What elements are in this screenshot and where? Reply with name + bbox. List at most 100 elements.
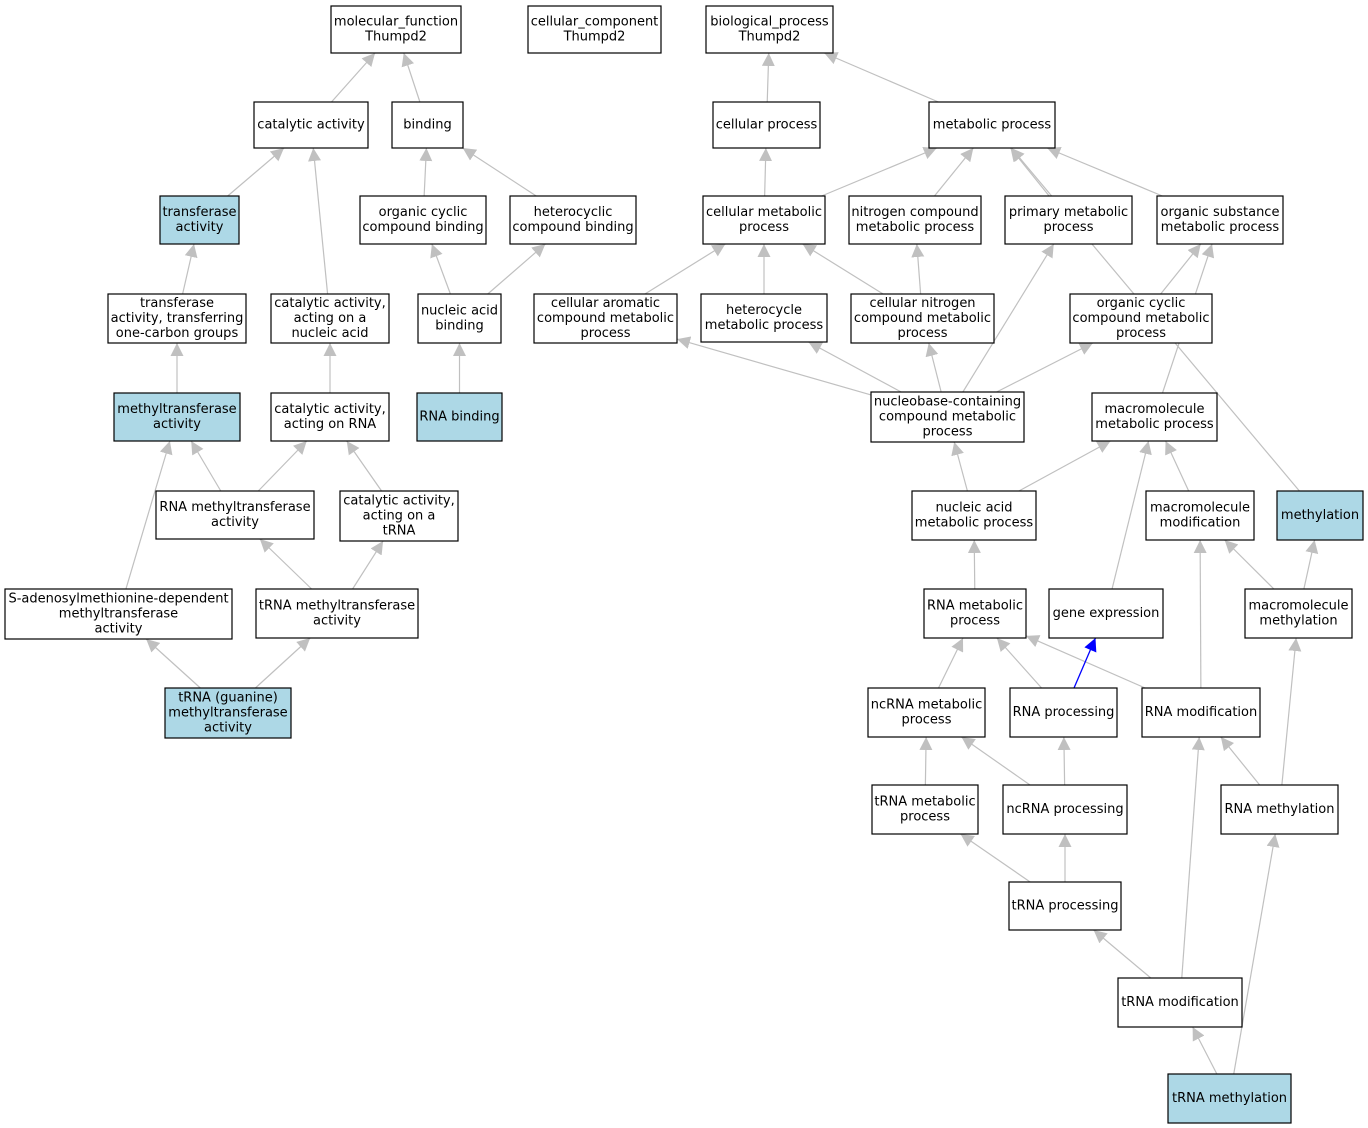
- node-label-line: activity: [95, 622, 143, 637]
- node-label-line: tRNA methyltransferase: [259, 599, 415, 614]
- go-term-node-rna_mod[interactable]: RNA modification: [1141, 687, 1261, 738]
- go-term-node-catalytic[interactable]: catalytic activity: [253, 101, 369, 149]
- node-box: [533, 293, 678, 344]
- edge-sam_mt-to-methyltrans: [125, 440, 173, 590]
- node-label-line: activity: [211, 515, 259, 530]
- edge-nuc_bind-to-org_cyc_bind: [430, 243, 451, 295]
- edge-gene_exp-to-macro_met: [1111, 440, 1152, 590]
- node-label-line: macromolecule: [1104, 402, 1204, 417]
- node-label-line: cellular_component: [531, 15, 659, 30]
- node-box: [702, 195, 826, 245]
- go-term-node-rna_bind[interactable]: RNA binding: [416, 392, 503, 442]
- node-box: [712, 101, 821, 149]
- node-label-line: cellular aromatic: [551, 296, 660, 311]
- node-box: [107, 293, 247, 344]
- edge-rna_mt-to-cat_rna: [257, 440, 308, 492]
- edge-rna_mt-to-methyltrans: [190, 440, 222, 492]
- node-label-line: one-carbon groups: [116, 326, 239, 341]
- go-term-node-binding[interactable]: binding: [391, 101, 464, 149]
- node-label-line: macromolecule: [1248, 599, 1348, 614]
- node-box: [1276, 490, 1364, 541]
- node-label-line: tRNA modification: [1121, 995, 1239, 1010]
- go-term-node-metab[interactable]: metabolic process: [928, 101, 1056, 149]
- node-box: [705, 5, 834, 54]
- go-term-node-trna_proc[interactable]: tRNA processing: [1008, 881, 1122, 931]
- node-label-line: activity: [153, 417, 201, 432]
- go-term-node-sam_mt[interactable]: S-adenosylmethionine-dependentmethyltran…: [4, 588, 233, 640]
- node-box: [417, 293, 502, 344]
- node-label-line: biological_process: [710, 15, 829, 30]
- node-box: [1156, 195, 1284, 245]
- node-label-line: compound binding: [362, 220, 483, 235]
- edge-trna_proc-to-trna_met: [960, 833, 1031, 883]
- go-term-node-methylation[interactable]: methylation: [1276, 490, 1364, 541]
- go-term-node-trna_methyl[interactable]: tRNA methylation: [1167, 1073, 1292, 1124]
- edge-trna_gua-to-trna_mt: [254, 637, 311, 689]
- go-term-node-trna_mod[interactable]: tRNA modification: [1117, 977, 1243, 1028]
- go-term-node-rna_methyl[interactable]: RNA methylation: [1220, 784, 1339, 835]
- node-box: [1117, 977, 1243, 1028]
- go-term-node-gene_exp[interactable]: gene expression: [1048, 588, 1164, 639]
- node-label-line: nucleic acid: [935, 501, 1012, 516]
- go-term-node-ncrna_proc[interactable]: ncRNA processing: [1002, 784, 1128, 835]
- node-label-line: methyltransferase: [117, 402, 236, 417]
- edge-ncrna_proc-to-ncrna_met: [961, 736, 1031, 786]
- node-label-line: compound metabolic: [854, 311, 991, 326]
- go-term-node-rna_proc[interactable]: RNA processing: [1009, 687, 1118, 738]
- edge-metab-to-bp_root: [824, 52, 939, 103]
- node-box: [1009, 687, 1118, 738]
- node-label-line: RNA modification: [1145, 705, 1257, 720]
- node-box: [509, 195, 637, 245]
- node-label-line: catalytic activity,: [274, 402, 386, 417]
- edge-nuc_bind-to-het_bind: [487, 243, 546, 295]
- edge-rna_mod-to-macro_mod: [1193, 539, 1207, 689]
- edge-nitro-to-metab: [933, 147, 974, 197]
- node-label-line: metabolic process: [705, 318, 824, 333]
- node-label-line: heterocyclic: [534, 205, 613, 220]
- node-box: [155, 490, 315, 540]
- go-term-node-cat_rna[interactable]: catalytic activity,acting on RNA: [270, 392, 390, 442]
- node-box: [1167, 1073, 1292, 1124]
- go-term-node-cell_proc[interactable]: cellular process: [712, 101, 821, 149]
- node-label-line: modification: [1160, 516, 1241, 531]
- node-box: [1048, 588, 1164, 639]
- edge-nucleobase-to-hetero_met: [808, 341, 902, 393]
- node-label-line: transferase: [162, 205, 236, 220]
- node-label-line: compound metabolic: [879, 410, 1016, 425]
- node-box: [1069, 293, 1213, 344]
- edge-het_bind-to-binding: [462, 147, 537, 197]
- node-label-line: RNA metabolic: [927, 599, 1023, 614]
- node-label-line: acting on RNA: [284, 417, 377, 432]
- node-label-line: organic cyclic: [1097, 296, 1186, 311]
